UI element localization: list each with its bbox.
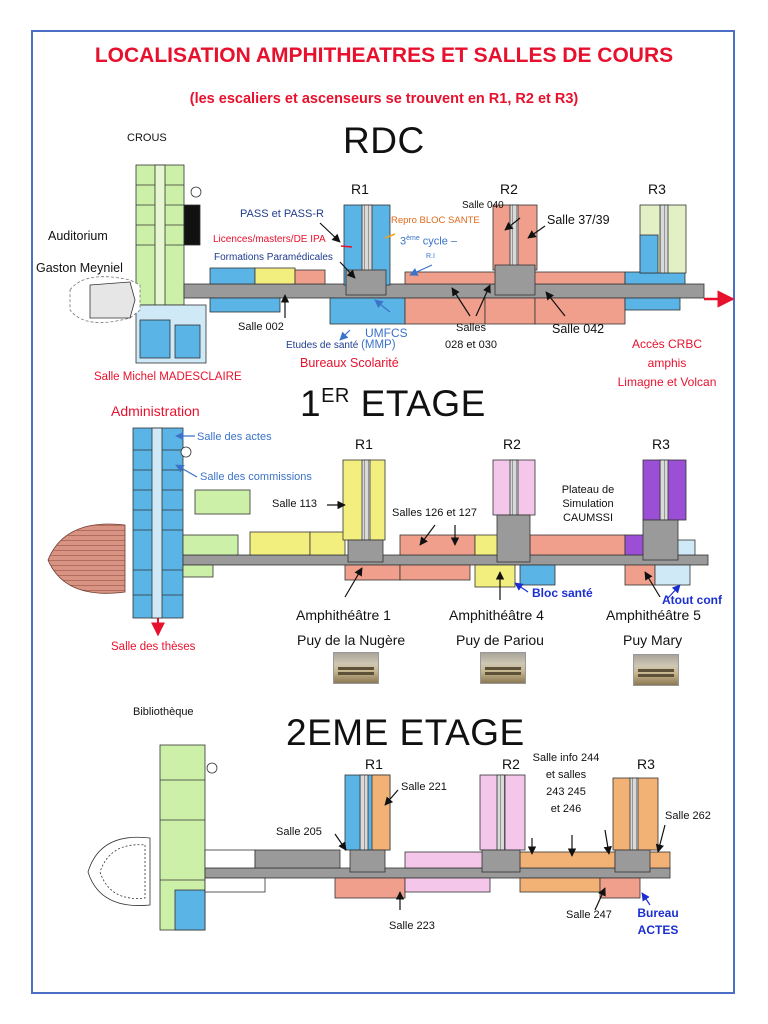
etage2-plan — [87, 744, 671, 931]
salles028-label-1: Salles — [456, 322, 486, 334]
rdc-r3-label: R3 — [648, 181, 666, 197]
amphi5-photo — [633, 654, 679, 686]
administration-label: Administration — [111, 403, 200, 419]
salle002-label: Salle 002 — [238, 321, 284, 333]
umfcs-label: UMFCS — [365, 326, 408, 340]
bloc-sante-label: Bloc santé — [532, 586, 593, 600]
amphi1-name: Puy de la Nugère — [297, 632, 406, 648]
salle247-label: Salle 247 — [566, 909, 612, 921]
page-title: LOCALISATION AMPHITHEATRES ET SALLES DE … — [94, 44, 674, 67]
amphi5-label: Amphithéâtre 5 — [606, 607, 701, 623]
rdc-plan — [69, 164, 735, 364]
amphi5-name: Puy Mary — [623, 632, 683, 648]
salle262-label: Salle 262 — [665, 810, 711, 822]
salle113-label: Salle 113 — [272, 498, 318, 510]
etage1-r1-label: R1 — [355, 436, 373, 452]
etage2-r3-label: R3 — [637, 756, 655, 772]
page-frame — [31, 30, 735, 994]
rdc-r2-label: R2 — [500, 181, 518, 197]
ri-label: R.I — [426, 253, 435, 260]
crous-label: CROUS — [127, 132, 167, 144]
etage2-floor-title: 2EME ETAGE — [286, 712, 525, 753]
gaston-label: Gaston Meyniel — [36, 261, 123, 275]
etage2-r2-label: R2 — [502, 756, 520, 772]
amphi4-name: Puy de Pariou — [456, 632, 544, 648]
bibliotheque-label: Bibliothèque — [133, 706, 194, 718]
rdc-r1-label: R1 — [351, 181, 369, 197]
salle3739-label: Salle 37/39 — [547, 213, 610, 227]
licences-label: Licences/masters/DE IPA — [213, 234, 326, 245]
etage1-r3-label: R3 — [652, 436, 670, 452]
atout-conf-label: Atout conf — [662, 593, 722, 607]
salle205-label: Salle 205 — [276, 826, 322, 838]
pass-label: PASS et PASS-R — [240, 208, 324, 220]
salle042-label: Salle 042 — [552, 322, 605, 336]
amphi4-photo — [480, 652, 526, 684]
cycle-label: 3ème cycle – — [400, 235, 458, 248]
salle040-label: Salle 040 — [462, 200, 504, 211]
rdc-floor-title: RDC — [343, 120, 425, 161]
madesclaire-label: Salle Michel MADESCLAIRE — [94, 371, 242, 383]
etudes-label: Etudes de santé (MMP) — [286, 339, 396, 351]
amphi4-label: Amphithéâtre 4 — [449, 607, 544, 623]
etage1-plan — [47, 427, 709, 637]
page-subtitle: (les escaliers et ascenseurs se trouvent… — [189, 91, 579, 107]
salles028-label-2: 028 et 030 — [445, 339, 497, 351]
etage1-r2-label: R2 — [503, 436, 521, 452]
salle223-label: Salle 223 — [389, 920, 435, 932]
salle221-label: Salle 221 — [401, 781, 447, 793]
salles126-label: Salles 126 et 127 — [392, 507, 478, 519]
salle-actes-label: Salle des actes — [197, 431, 272, 443]
repro-label: Repro BLOC SANTE — [391, 215, 480, 226]
etage1-floor-title: 1ER ETAGE — [300, 383, 486, 424]
etage2-r1-label: R1 — [365, 756, 383, 772]
auditorium-label: Auditorium — [48, 229, 108, 243]
amphi1-label: Amphithéâtre 1 — [296, 607, 391, 623]
bureaux-label: Bureaux Scolarité — [300, 356, 399, 370]
formations-label: Formations Paramédicales — [214, 252, 333, 263]
amphi1-photo — [333, 652, 379, 684]
salle-commissions-label: Salle des commissions — [200, 471, 312, 483]
salle-theses-label: Salle des thèses — [111, 641, 196, 653]
